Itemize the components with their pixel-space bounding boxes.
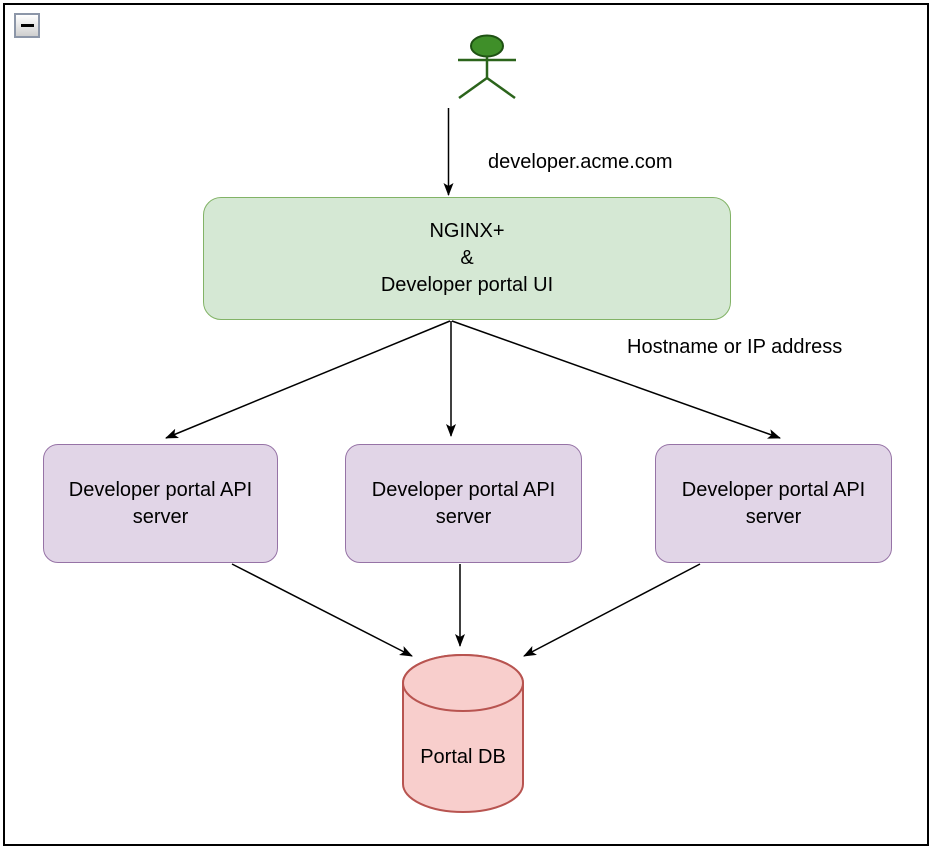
- collapse-container-button[interactable]: [14, 13, 40, 38]
- person-actor-icon[interactable]: [458, 34, 516, 100]
- gateway-label-line1: NGINX+: [429, 220, 505, 242]
- database-cylinder[interactable]: [402, 654, 524, 813]
- actor-right-leg: [486, 76, 516, 100]
- collapse-minus-icon: [20, 24, 34, 27]
- edge-api-server-3-to-database: [523, 563, 701, 657]
- node-api-server-2[interactable]: Developer portal API server: [345, 444, 582, 563]
- gateway-label-line2: &: [460, 247, 474, 269]
- api-server-label: Developer portal API server: [681, 478, 866, 528]
- database-top: [402, 654, 524, 712]
- edge-gateway-to-api-server-3: [451, 320, 781, 439]
- actor-head: [470, 34, 504, 58]
- node-api-server-3[interactable]: Developer portal API server: [655, 444, 892, 563]
- api-server-label: Developer portal API server: [68, 478, 253, 528]
- edge-gateway-to-api-server-1: [165, 320, 451, 439]
- api-server-label: Developer portal API server: [371, 478, 556, 528]
- edge-api-server-1-to-database: [231, 563, 413, 657]
- edge-label-hostname-or-ip: Hostname or IP address: [627, 336, 843, 358]
- database-label: Portal DB: [420, 746, 506, 768]
- gateway-label-line3: Developer portal UI: [380, 274, 554, 296]
- actor-left-leg: [458, 76, 488, 100]
- edge-label-request-domain: developer.acme.com: [488, 151, 673, 173]
- node-api-server-1[interactable]: Developer portal API server: [43, 444, 278, 563]
- node-gateway[interactable]: NGINX+ & Developer portal UI: [203, 197, 731, 320]
